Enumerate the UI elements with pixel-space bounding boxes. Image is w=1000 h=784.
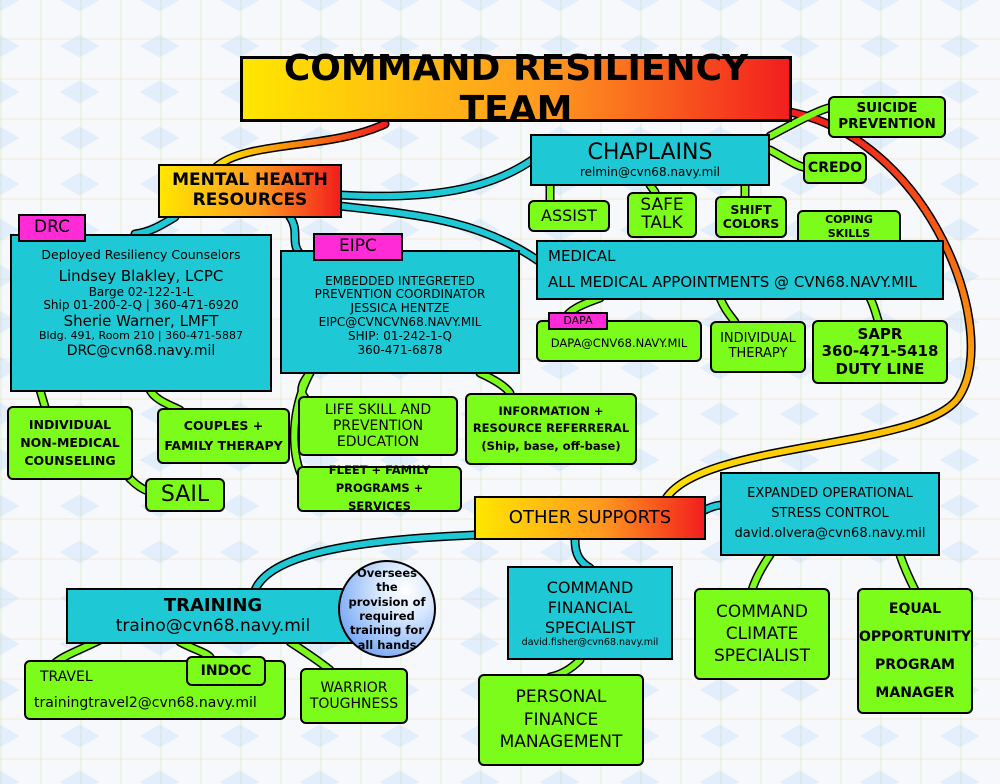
title-box: COMMAND RESILIENCY TEAM [240, 48, 792, 130]
info-referral-box: INFORMATION + RESOURCE REFERRERAL (Ship,… [465, 393, 637, 465]
drc-box: Deployed Resiliency Counselors Lindsey B… [10, 234, 272, 392]
dapa-tag: DAPA [548, 312, 608, 330]
drc-name1: Lindsey Blakley, LCPC [58, 267, 224, 286]
suicide-prevention-label: SUICIDE PREVENTION [838, 100, 936, 132]
eipc-phone: 360-471-6878 [357, 342, 443, 357]
cfs-email: david.fisher@cvn68.navy.mil [521, 636, 659, 648]
eipc-box: EMBEDDED INTEGRETED PREVENTION COORDINAT… [280, 250, 520, 374]
eo-box: EQUAL OPPORTUNITY PROGRAM MANAGER [857, 588, 973, 714]
climate-box: COMMAND CLIMATE SPECIALIST [694, 588, 830, 680]
credo-label: CREDO [807, 159, 863, 176]
assist-label: ASSIST [541, 205, 597, 225]
other-supports-box: OTHER SUPPORTS [474, 496, 706, 540]
credo-box: CREDO [803, 152, 867, 184]
training-box: TRAINING traino@cvn68.navy.mil [66, 588, 360, 644]
individual-therapy-box: INDIVIDUAL THERAPY [710, 321, 806, 373]
fleet-label: FLEET + FAMILY PROGRAMS + SERVICES [328, 463, 431, 513]
safe-talk-label: SAFE TALK [640, 195, 684, 233]
medical-box: MEDICAL ALL MEDICAL APPOINTMENTS @ CVN68… [536, 240, 944, 300]
eo-label: EQUAL OPPORTUNITY PROGRAM MANAGER [859, 601, 972, 701]
medical-appointments: ALL MEDICAL APPOINTMENTS @ CVN68.NAVY.MI… [548, 273, 918, 292]
sapr-box: SAPR 360-471-5418 DUTY LINE [812, 320, 948, 384]
dapa-box: DAPA@CNV68.NAVY.MIL [536, 320, 702, 362]
info-referral-line1: INFORMATION + [498, 404, 604, 419]
individual-therapy-label: INDIVIDUAL THERAPY [720, 331, 796, 361]
shift-colors-box: SHIFT COLORS [715, 196, 787, 238]
sapr-phone: 360-471-5418 [821, 342, 939, 361]
warrior-label: WARRIOR TOUGHNESS [309, 679, 399, 712]
life-skill-box: LIFE SKILL AND PREVENTION EDUCATION [298, 396, 458, 456]
eipc-line2: PREVENTION COORDINATOR [314, 287, 486, 302]
drc-subtitle: Deployed Resiliency Counselors [41, 247, 241, 262]
oversees-text: Oversees the provision of required train… [348, 565, 426, 652]
info-referral-line2: RESOURCE REFERRERAL [472, 421, 630, 436]
eipc-line1: EMBEDDED INTEGRETED [325, 273, 475, 288]
page-title: COMMAND RESILIENCY TEAM [283, 47, 749, 130]
travel-email: trainingtravel2@cvn68.navy.mil [34, 694, 257, 711]
training-title: TRAINING [163, 594, 263, 616]
warrior-box: WARRIOR TOUGHNESS [300, 668, 408, 724]
indoc-box: INDOC [186, 656, 266, 686]
dapa-email: DAPA@CNV68.NAVY.MIL [550, 336, 688, 351]
chaplains-email: relmin@cvn68.navy.mil [579, 164, 721, 179]
drc-tag-label: DRC [34, 217, 70, 238]
life-skill-label: LIFE SKILL AND PREVENTION EDUCATION [324, 401, 432, 451]
couples-label: COUPLES + FAMILY THERAPY [164, 418, 283, 453]
oversees-bubble: Oversees the provision of required train… [338, 560, 436, 658]
eipc-name: JESSICA HENTZE [350, 301, 450, 316]
eosc-line1: EXPANDED OPERATIONAL [747, 485, 913, 501]
couples-box: COUPLES + FAMILY THERAPY [157, 408, 290, 464]
medical-title: MEDICAL [548, 247, 616, 266]
travel-title: TRAVEL [40, 668, 93, 685]
individual-counseling-box: INDIVIDUAL NON-MEDICAL COUNSELING [7, 406, 133, 480]
drc-tag: DRC [18, 214, 86, 242]
eipc-tag: EIPC [313, 233, 403, 261]
safe-talk-box: SAFE TALK [627, 192, 697, 238]
training-email: traino@cvn68.navy.mil [115, 615, 311, 636]
drc-ship1: Ship 01-200-2-Q | 360-471-6920 [43, 298, 239, 313]
drc-email: DRC@cvn68.navy.mil [66, 343, 216, 360]
pfm-label: PERSONAL FINANCE MANAGEMENT [499, 686, 623, 753]
pfm-box: PERSONAL FINANCE MANAGEMENT [478, 674, 644, 766]
mental-health-label: MENTAL HEALTH RESOURCES [172, 170, 328, 210]
assist-box: ASSIST [528, 200, 610, 232]
drc-name2: Sherie Warner, LMFT [63, 312, 219, 331]
climate-label: COMMAND CLIMATE SPECIALIST [714, 601, 810, 667]
chaplains-title: CHAPLAINS [587, 140, 713, 166]
cfs-box: COMMAND FINANCIAL SPECIALIST david.fishe… [507, 566, 673, 660]
individual-counseling-label: INDIVIDUAL NON-MEDICAL COUNSELING [20, 416, 120, 469]
cfs-title: COMMAND FINANCIAL SPECIALIST [544, 577, 636, 637]
drc-loc2: Bldg. 491, Room 210 | 360-471-5887 [39, 329, 243, 343]
shift-colors-label: SHIFT COLORS [722, 201, 780, 231]
sail-label: SAIL [160, 482, 210, 508]
sapr-duty: DUTY LINE [835, 359, 925, 378]
info-referral-line3: (Ship, base, off-base) [481, 438, 621, 453]
eosc-box: EXPANDED OPERATIONAL STRESS CONTROL davi… [720, 472, 940, 556]
travel-box: TRAVEL trainingtravel2@cvn68.navy.mil [24, 660, 286, 720]
sapr-title: SAPR [857, 325, 903, 344]
other-supports-label: OTHER SUPPORTS [508, 506, 672, 528]
chaplains-box: CHAPLAINS relmin@cvn68.navy.mil [530, 134, 770, 186]
dapa-tag-label: DAPA [563, 313, 593, 327]
sail-box: SAIL [145, 478, 225, 512]
drc-loc1: Barge 02-122-1-L [88, 284, 194, 299]
eipc-email: EIPC@CVNCVN68.NAVY.MIL [318, 315, 482, 329]
indoc-label: INDOC [200, 662, 252, 679]
fleet-box: FLEET + FAMILY PROGRAMS + SERVICES [297, 463, 462, 513]
suicide-prevention-box: SUICIDE PREVENTION [828, 96, 946, 138]
eosc-line2: STRESS CONTROL [771, 505, 889, 521]
mental-health-box: MENTAL HEALTH RESOURCES [158, 164, 342, 218]
eosc-email: david.olvera@cvn68.navy.mil [734, 526, 926, 542]
eipc-tag-label: EIPC [339, 236, 377, 257]
eipc-ship: SHIP: 01-242-1-Q [348, 328, 452, 343]
